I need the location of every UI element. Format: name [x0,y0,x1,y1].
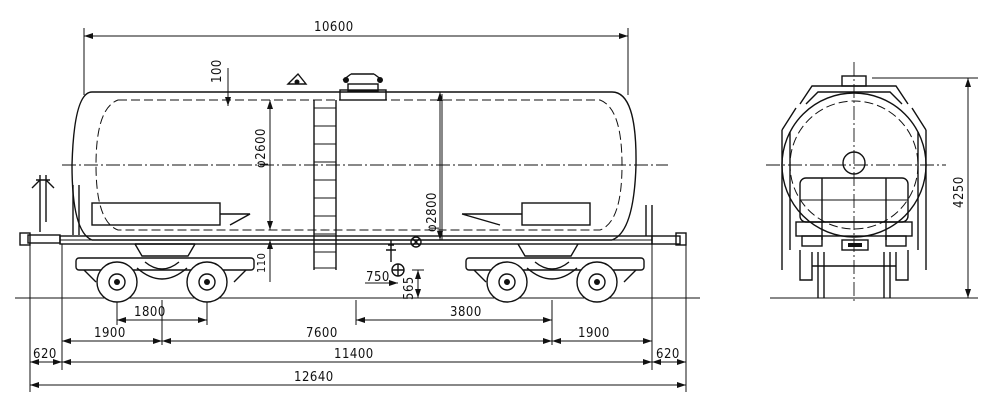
dim-buffer-left: 620 [33,347,57,362]
dim-end-to-bogie-left: 1900 [94,326,126,341]
ladder [313,100,337,270]
dome [286,72,387,101]
underframe [59,235,653,257]
left-buffer-end [19,175,80,246]
left-bogie [75,257,255,303]
right-bogie [465,257,645,303]
dim-overall-height: 4250 [952,176,967,208]
dim-valve-height: 565 [402,276,417,300]
dim-length-over-body: 11400 [334,347,374,362]
dim-tank-outer-diameter: φ2800 [425,192,440,232]
end-view-dimensions: 4250 [872,77,978,299]
dim-tank-inner-diameter: φ2600 [254,128,269,168]
dim-length-over-buffers: 12640 [294,370,334,385]
tank-cradles [91,202,591,226]
dim-dome-offset: 100 [210,59,225,83]
tank-body [62,91,668,241]
dim-bogie-spacing: 3800 [450,305,482,320]
right-buffer-end [645,205,687,246]
dim-coupler-height: 110 [255,253,268,273]
drain-valve [386,236,422,277]
side-dimensions: 10600 100 φ2600 110 φ2800 750 565 [29,20,687,392]
end-view-headstock [795,177,913,251]
dim-bogie-centers: 7600 [306,326,338,341]
dim-valve-offset: 750 [366,270,390,285]
end-view: 4250 [766,62,978,302]
side-view: 10600 100 φ2600 110 φ2800 750 565 [15,20,700,392]
dim-tank-length: 10600 [314,20,354,35]
dim-end-to-bogie-right: 1900 [578,326,610,341]
end-view-tank [781,75,927,250]
end-view-wheels [781,248,927,298]
dim-buffer-right: 620 [656,347,680,362]
dim-bogie-wheelbase: 1800 [134,305,166,320]
